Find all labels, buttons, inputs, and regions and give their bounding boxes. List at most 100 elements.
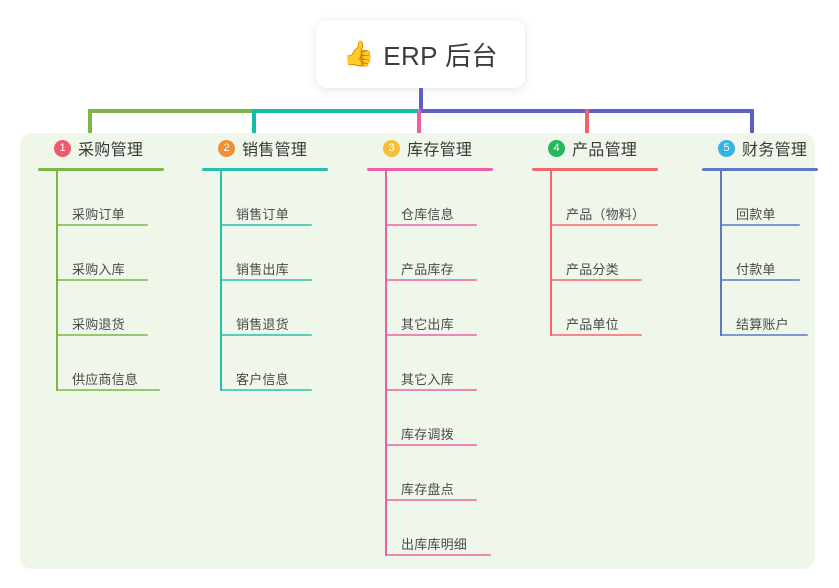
list-item[interactable]: 其它出库 (385, 281, 493, 336)
column-4: 4 产品管理产品（物料）产品分类产品单位 (532, 133, 658, 336)
list-item-rule (720, 279, 800, 281)
column-1: 1 采购管理采购订单采购入库采购退货供应商信息 (38, 133, 164, 391)
root-node-title: ERP 后台 (383, 40, 498, 71)
list-item[interactable]: 回款单 (720, 171, 818, 226)
list-item-label: 库存调拨 (401, 427, 454, 442)
column-items-2: 销售订单销售出库销售退货客户信息 (220, 171, 328, 391)
list-item-rule (385, 499, 477, 501)
root-node-content: 👍 ERP 后台 (343, 36, 498, 73)
list-item-label: 销售退货 (236, 317, 289, 332)
list-item[interactable]: 出库库明细 (385, 501, 493, 556)
column-header-4[interactable]: 4 产品管理 (532, 133, 658, 163)
list-item-rule (56, 279, 148, 281)
column-title-5: 财务管理 (742, 142, 808, 159)
list-item-label: 产品单位 (566, 317, 619, 332)
connector-drop-purchase (88, 109, 92, 139)
column-items-4: 产品（物料）产品分类产品单位 (550, 171, 658, 336)
column-spine-4 (550, 171, 552, 336)
list-item-label: 付款单 (736, 262, 776, 277)
list-item[interactable]: 其它入库 (385, 336, 493, 391)
list-item-rule (56, 334, 148, 336)
list-item[interactable]: 产品（物料） (550, 171, 658, 226)
list-item[interactable]: 供应商信息 (56, 336, 164, 391)
list-item[interactable]: 客户信息 (220, 336, 328, 391)
list-item[interactable]: 仓库信息 (385, 171, 493, 226)
list-item-label: 仓库信息 (401, 207, 454, 222)
column-rule-2 (202, 168, 328, 171)
column-badge-icon-2: 2 (218, 139, 235, 157)
list-item-rule (385, 224, 477, 226)
connector-drop-sales (252, 109, 256, 139)
connector-drop-inventory (417, 109, 421, 139)
list-item[interactable]: 库存盘点 (385, 446, 493, 501)
column-spine-5 (720, 171, 722, 336)
list-item[interactable]: 销售订单 (220, 171, 328, 226)
list-item-label: 回款单 (736, 207, 776, 222)
connector-drop-product (585, 109, 589, 139)
list-item[interactable]: 采购入库 (56, 226, 164, 281)
column-header-3[interactable]: 3 库存管理 (367, 133, 493, 163)
column-header-5[interactable]: 5 财务管理 (702, 133, 818, 163)
list-item-rule (720, 334, 808, 336)
column-rule-3 (367, 168, 493, 171)
list-item-label: 供应商信息 (72, 372, 139, 387)
list-item-rule (385, 554, 491, 556)
list-item-rule (385, 444, 477, 446)
column-title-3: 库存管理 (407, 142, 473, 159)
list-item-rule (385, 334, 477, 336)
thumbs-up-icon: 👍 (343, 39, 375, 68)
list-item-rule (220, 279, 312, 281)
column-badge-icon-3: 3 (383, 139, 400, 157)
list-item-label: 销售订单 (236, 207, 289, 222)
column-spine-3 (385, 171, 387, 556)
column-rule-5 (702, 168, 818, 171)
list-item[interactable]: 销售退货 (220, 281, 328, 336)
list-item-rule (385, 279, 477, 281)
list-item[interactable]: 销售出库 (220, 226, 328, 281)
list-item[interactable]: 结算账户 (720, 281, 818, 336)
column-items-3: 仓库信息产品库存其它出库其它入库库存调拨库存盘点出库库明细 (385, 171, 493, 556)
column-title-1: 采购管理 (78, 142, 144, 159)
column-badge-icon-1: 1 (54, 139, 71, 157)
list-item-label: 产品库存 (401, 262, 454, 277)
list-item-rule (550, 334, 642, 336)
column-title-4: 产品管理 (572, 142, 638, 159)
column-5: 5 财务管理回款单付款单结算账户 (702, 133, 818, 336)
list-item-label: 库存盘点 (401, 482, 454, 497)
list-item[interactable]: 产品单位 (550, 281, 658, 336)
connector-root-stem (419, 88, 423, 112)
list-item-label: 销售出库 (236, 262, 289, 277)
list-item-label: 出库库明细 (401, 537, 468, 552)
list-item-rule (56, 224, 148, 226)
column-badge-icon-5: 5 (718, 139, 735, 157)
list-item[interactable]: 产品库存 (385, 226, 493, 281)
column-title-2: 销售管理 (242, 142, 308, 159)
list-item-rule (385, 389, 477, 391)
list-item-rule (550, 279, 642, 281)
list-item-rule (220, 224, 312, 226)
column-header-2[interactable]: 2 销售管理 (202, 133, 328, 163)
root-node-card[interactable]: 👍 ERP 后台 (316, 20, 525, 88)
column-3: 3 库存管理仓库信息产品库存其它出库其它入库库存调拨库存盘点出库库明细 (367, 133, 493, 556)
list-item-rule (220, 334, 312, 336)
column-badge-icon-4: 4 (548, 139, 565, 157)
list-item[interactable]: 采购订单 (56, 171, 164, 226)
mindmap-panel: 1 采购管理采购订单采购入库采购退货供应商信息 2 销售管理销售订单销售出库销售退货客… (20, 133, 818, 569)
column-header-1[interactable]: 1 采购管理 (38, 133, 164, 163)
list-item[interactable]: 库存调拨 (385, 391, 493, 446)
list-item-rule (550, 224, 658, 226)
column-spine-1 (56, 171, 58, 391)
column-2: 2 销售管理销售订单销售出库销售退货客户信息 (202, 133, 328, 391)
list-item[interactable]: 采购退货 (56, 281, 164, 336)
list-item[interactable]: 产品分类 (550, 226, 658, 281)
list-item-label: 客户信息 (236, 372, 289, 387)
connector-drop-finance (750, 109, 754, 139)
column-spine-2 (220, 171, 222, 391)
list-item-label: 采购订单 (72, 207, 125, 222)
list-item[interactable]: 付款单 (720, 226, 818, 281)
connector-bar-green (88, 109, 254, 113)
list-item-label: 采购退货 (72, 317, 125, 332)
list-item-label: 其它入库 (401, 372, 454, 387)
list-item-label: 采购入库 (72, 262, 125, 277)
column-items-1: 采购订单采购入库采购退货供应商信息 (56, 171, 164, 391)
